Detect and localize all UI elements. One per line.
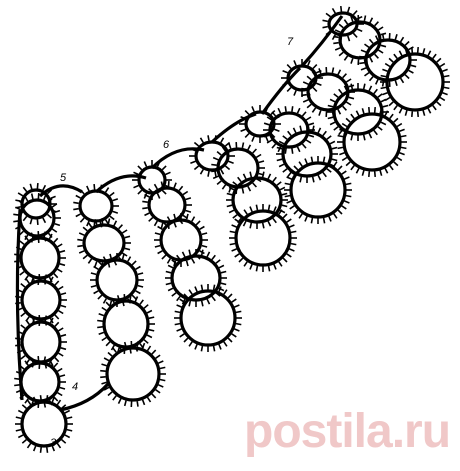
ring-c2-2: [97, 294, 155, 354]
chain-arc-5: [260, 66, 302, 115]
label-5: 5: [60, 172, 67, 184]
ring-c4-4: [189, 135, 235, 177]
ring-c1-3: [15, 315, 67, 369]
ring-c2-5: [73, 184, 119, 228]
ring-c3-4: [142, 181, 192, 229]
chain-arc-6: [300, 15, 344, 68]
ring-c6-1: [337, 107, 407, 177]
ring-c6-4: [281, 59, 323, 97]
ring-c4-2: [226, 171, 288, 229]
tatting-rings: [13, 6, 450, 453]
ring-c3-5: [132, 160, 172, 200]
ring-c3-1: [174, 284, 242, 352]
watermark: postila.ru: [244, 405, 451, 458]
chain-arcs: [15, 15, 344, 412]
ring-c7-3: [333, 15, 387, 65]
label-4: 4: [72, 381, 78, 393]
ring-c7-2: [359, 33, 417, 87]
label-7: 7: [287, 36, 294, 48]
ring-c1-5: [14, 231, 66, 285]
ring-c7-4: [322, 6, 364, 42]
ring-c1-1: [15, 395, 73, 453]
ring-c4-1: [229, 204, 297, 272]
ring-c2-1: [100, 340, 166, 408]
row-labels: 3 4 5 6 7: [50, 36, 294, 449]
ring-c1-2: [14, 356, 66, 408]
chain-arc-8: [59, 382, 110, 412]
ring-c2-4: [77, 218, 131, 268]
ring-c1-7: [15, 183, 57, 225]
ring-c7-1: [380, 47, 450, 117]
ring-c2-3: [90, 253, 144, 307]
label-3: 3: [50, 437, 57, 449]
ring-c5-1: [284, 156, 352, 224]
ring-c5-4: [239, 105, 281, 143]
ring-c6-2: [327, 83, 389, 141]
ring-c1-4: [15, 274, 67, 326]
label-6: 6: [163, 139, 170, 151]
